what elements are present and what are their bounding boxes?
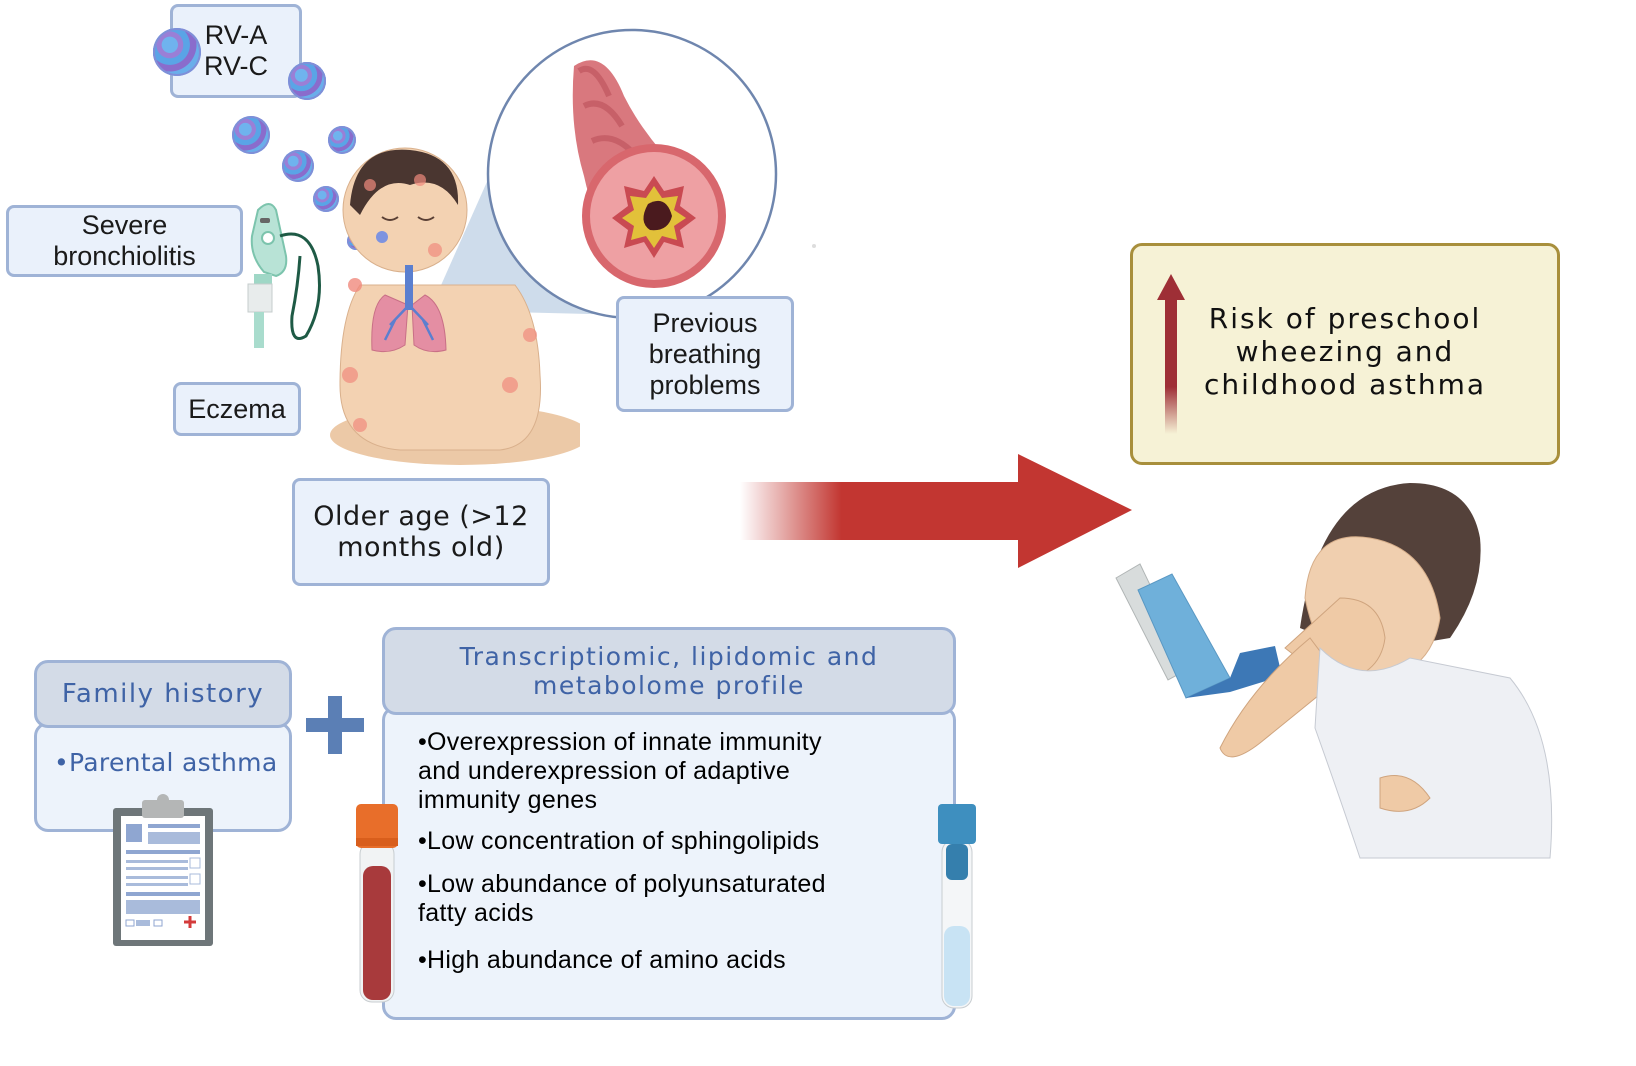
rhinovirus-label: RV-A RV-C: [170, 4, 302, 98]
omics-item-pufa: •Low abundance of polyunsaturated fatty …: [418, 870, 826, 927]
eczema-label: Eczema: [173, 382, 301, 436]
omics-item-sphingolipids: •Low concentration of sphingolipids: [418, 827, 820, 855]
rhinovirus-icon: [282, 150, 314, 182]
omics-profile-title: Transcriptiomic, lipidomic and metabolom…: [382, 627, 956, 715]
family-history-item: •Parental asthma: [54, 748, 278, 777]
previous-breathing-problems-label: Previous breathing problems: [616, 296, 794, 412]
inflamed-airway-illustration: [486, 28, 778, 320]
increase-arrow-icon: [1157, 274, 1185, 434]
plus-icon: [306, 696, 364, 754]
older-age-label: Older age (>12 months old): [292, 478, 550, 586]
infant-with-eczema-illustration: [330, 147, 580, 465]
nebulizer-mask-icon: [247, 203, 321, 348]
omics-item-immunity: •Overexpression of innate immunity and u…: [418, 728, 822, 814]
severe-bronchiolitis-label: Severe bronchiolitis: [6, 205, 243, 277]
rv-c-text: RV-C: [203, 51, 269, 81]
blood-sample-tube-icon: [356, 804, 398, 1003]
stray-dot: [812, 244, 816, 248]
medical-record-clipboard-icon: [113, 794, 213, 946]
progression-arrow-icon: [740, 454, 1132, 568]
omics-item-amino-acids: •High abundance of amino acids: [418, 946, 786, 974]
omics-profile-panel: [382, 706, 956, 1020]
rhinovirus-icon: [153, 28, 201, 76]
outcome-text: Risk of preschool wheezing and childhood…: [1203, 302, 1487, 401]
sample-collection-tube-icon: [938, 804, 976, 1009]
outcome-box: [1130, 243, 1560, 465]
rhinovirus-icon: [313, 186, 339, 212]
coughing-child-illustration: [1115, 483, 1553, 859]
family-history-title: Family history: [34, 660, 292, 728]
rhinovirus-icon: [328, 126, 356, 154]
rv-a-text: RV-A: [204, 20, 268, 50]
rhinovirus-icon: [232, 116, 270, 154]
rhinovirus-icon: [288, 62, 326, 100]
inhaler-icon: [1115, 563, 1282, 699]
